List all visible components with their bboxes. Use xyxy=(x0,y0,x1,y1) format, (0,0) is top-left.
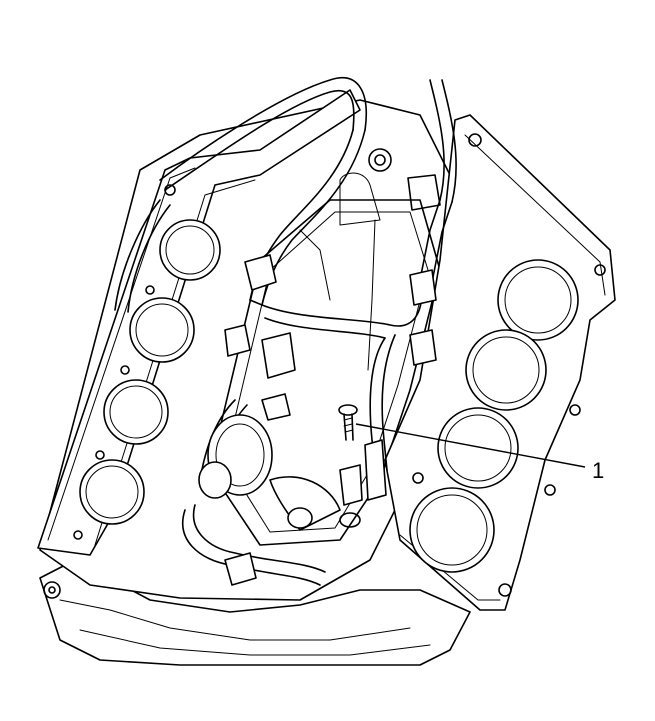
harness-connectors xyxy=(224,254,437,586)
lower-housing xyxy=(39,559,500,666)
right-cylinder-head-gasket xyxy=(384,114,616,611)
left-cylinder-head-gasket xyxy=(37,89,361,556)
callout-1-label: 1 xyxy=(592,458,604,483)
starter-motor xyxy=(198,414,341,531)
callout-1-leader xyxy=(355,423,586,468)
mounting-bolt xyxy=(338,404,363,528)
callout-1: 1 xyxy=(355,423,604,483)
